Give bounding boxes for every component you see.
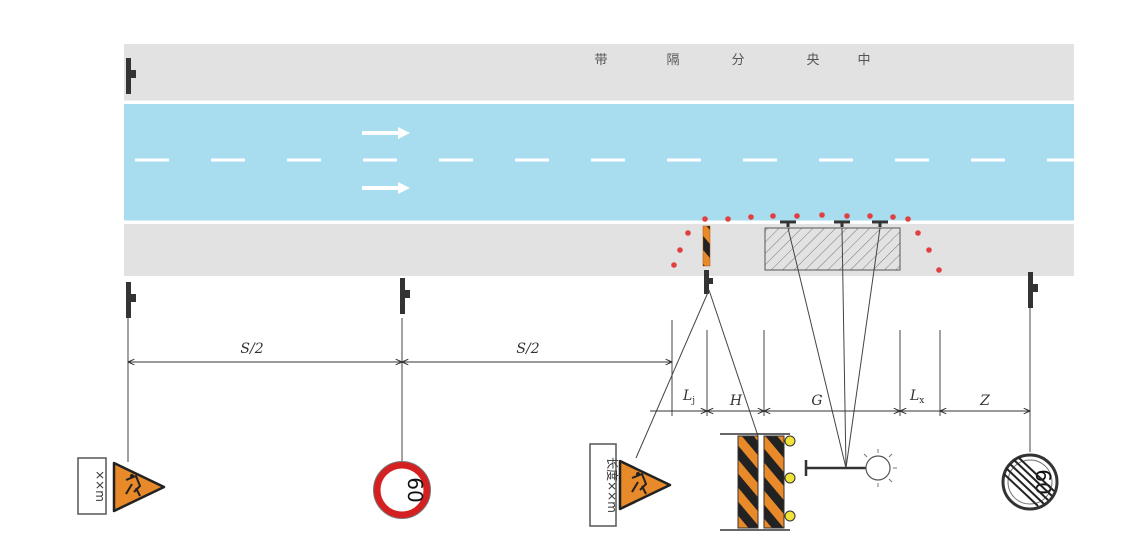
flashing-light-icon — [865, 455, 891, 481]
warning-light-icon — [780, 220, 796, 227]
label-s-half-1: S/2 — [240, 341, 263, 357]
barricade-light-icon — [784, 510, 796, 522]
barricade-light-icon — [784, 472, 796, 484]
speed-limit-value: 60 — [403, 477, 427, 502]
barricade-light-icon — [784, 435, 796, 447]
worker-figure-icon — [631, 472, 648, 495]
dimension-lines — [128, 362, 1030, 411]
median-label-char: 中 — [857, 53, 870, 68]
median-label-char: 央 — [806, 53, 819, 68]
barricade — [720, 433, 796, 531]
warning-light-icon — [872, 220, 888, 227]
median-label-char: 带 — [594, 53, 607, 68]
light-rays — [863, 449, 897, 487]
cone-icon — [794, 213, 800, 219]
direction-arrows — [362, 127, 410, 194]
extension-lines — [127, 308, 1031, 462]
sign-post-icon — [400, 278, 410, 314]
median-label-char: 分 — [731, 53, 744, 68]
label-z: Z — [979, 393, 990, 409]
cone-icon — [725, 216, 731, 222]
distance-plaque-text: ××m — [93, 470, 107, 502]
flashing-light — [804, 449, 897, 487]
cone-icon — [748, 214, 754, 220]
cone-icon — [926, 247, 932, 253]
sign-post-icon — [126, 282, 136, 318]
label-g: G — [811, 393, 822, 409]
end-restriction-stripes-icon — [1003, 456, 1055, 507]
cone-icon — [844, 213, 850, 219]
label-lj: Lj — [682, 388, 695, 406]
sign-post-markers — [126, 58, 1038, 318]
cone-icon — [819, 212, 825, 218]
direction-arrow-icon — [362, 182, 410, 194]
label-h: H — [729, 393, 743, 409]
cone-icon — [890, 214, 896, 220]
work-area-hatch — [764, 227, 901, 271]
median-label: 中 央 分 隔 带 — [594, 53, 870, 68]
cone-icon — [770, 213, 776, 219]
warning-sign-2: 长度××m — [589, 443, 672, 527]
warning-light-icon — [834, 220, 850, 227]
median-strip — [124, 44, 1074, 102]
cone-icon — [677, 247, 683, 253]
travel-lanes — [124, 104, 1074, 222]
worker-figure-icon — [125, 474, 142, 497]
sign-post-icon — [126, 58, 136, 94]
length-plaque — [589, 443, 617, 527]
road — [124, 44, 1074, 276]
distance-plaque — [77, 457, 107, 515]
cone-icon — [936, 267, 942, 273]
sign-post-icon — [1028, 272, 1038, 308]
cone-icon — [685, 230, 691, 236]
label-s-half-2: S/2 — [516, 341, 539, 357]
cone-icon — [905, 216, 911, 222]
dimension-labels: S/2 S/2 Lj H G Lx Z — [240, 341, 990, 409]
end-speed-limit-sign: 60 — [1001, 453, 1059, 511]
warning-sign-1: ××m — [77, 457, 166, 515]
cone-icon — [867, 213, 873, 219]
cone-icon — [671, 262, 677, 268]
barricade-panel — [763, 435, 785, 529]
traffic-cones — [671, 212, 942, 273]
length-plaque-text: 长度××m — [605, 457, 620, 513]
cone-icon — [915, 230, 921, 236]
direction-arrow-icon — [362, 127, 410, 139]
speed-limit-sign: 60 — [373, 461, 431, 519]
sign-post-icon — [704, 270, 713, 294]
cone-icon — [702, 216, 708, 222]
median-label-char: 隔 — [666, 53, 679, 68]
label-lx: Lx — [909, 388, 924, 406]
lane-barrier — [702, 225, 711, 267]
barricade-panel — [737, 435, 759, 529]
